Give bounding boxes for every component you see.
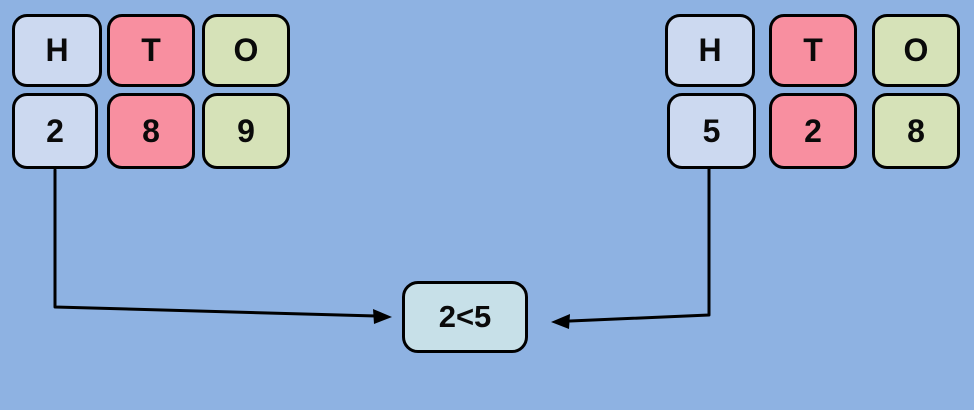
left-arrow-connector xyxy=(53,168,392,324)
left-ones-digit-box: 9 xyxy=(202,93,290,169)
left-tens-digit-box: 8 xyxy=(107,93,195,169)
right-arrow-head-icon xyxy=(551,314,570,329)
left-hundreds-header-box: H xyxy=(12,14,102,87)
left-arrow-line xyxy=(53,168,378,318)
left-tens-header-box: T xyxy=(107,14,195,87)
right-hundreds-digit-box: 5 xyxy=(667,93,756,169)
comparison-result-box: 2<5 xyxy=(402,281,528,353)
right-tens-digit-box: 2 xyxy=(769,93,857,169)
right-ones-header-box: O xyxy=(872,14,960,87)
left-ones-header-box: O xyxy=(202,14,290,87)
left-hundreds-digit-box: 2 xyxy=(12,93,98,169)
right-hundreds-header-box: H xyxy=(665,14,755,87)
right-tens-header-box: T xyxy=(769,14,857,87)
left-arrow-head-icon xyxy=(373,309,392,324)
right-arrow-connector xyxy=(551,166,711,329)
right-arrow-line xyxy=(568,166,711,323)
right-ones-digit-box: 8 xyxy=(872,93,960,169)
